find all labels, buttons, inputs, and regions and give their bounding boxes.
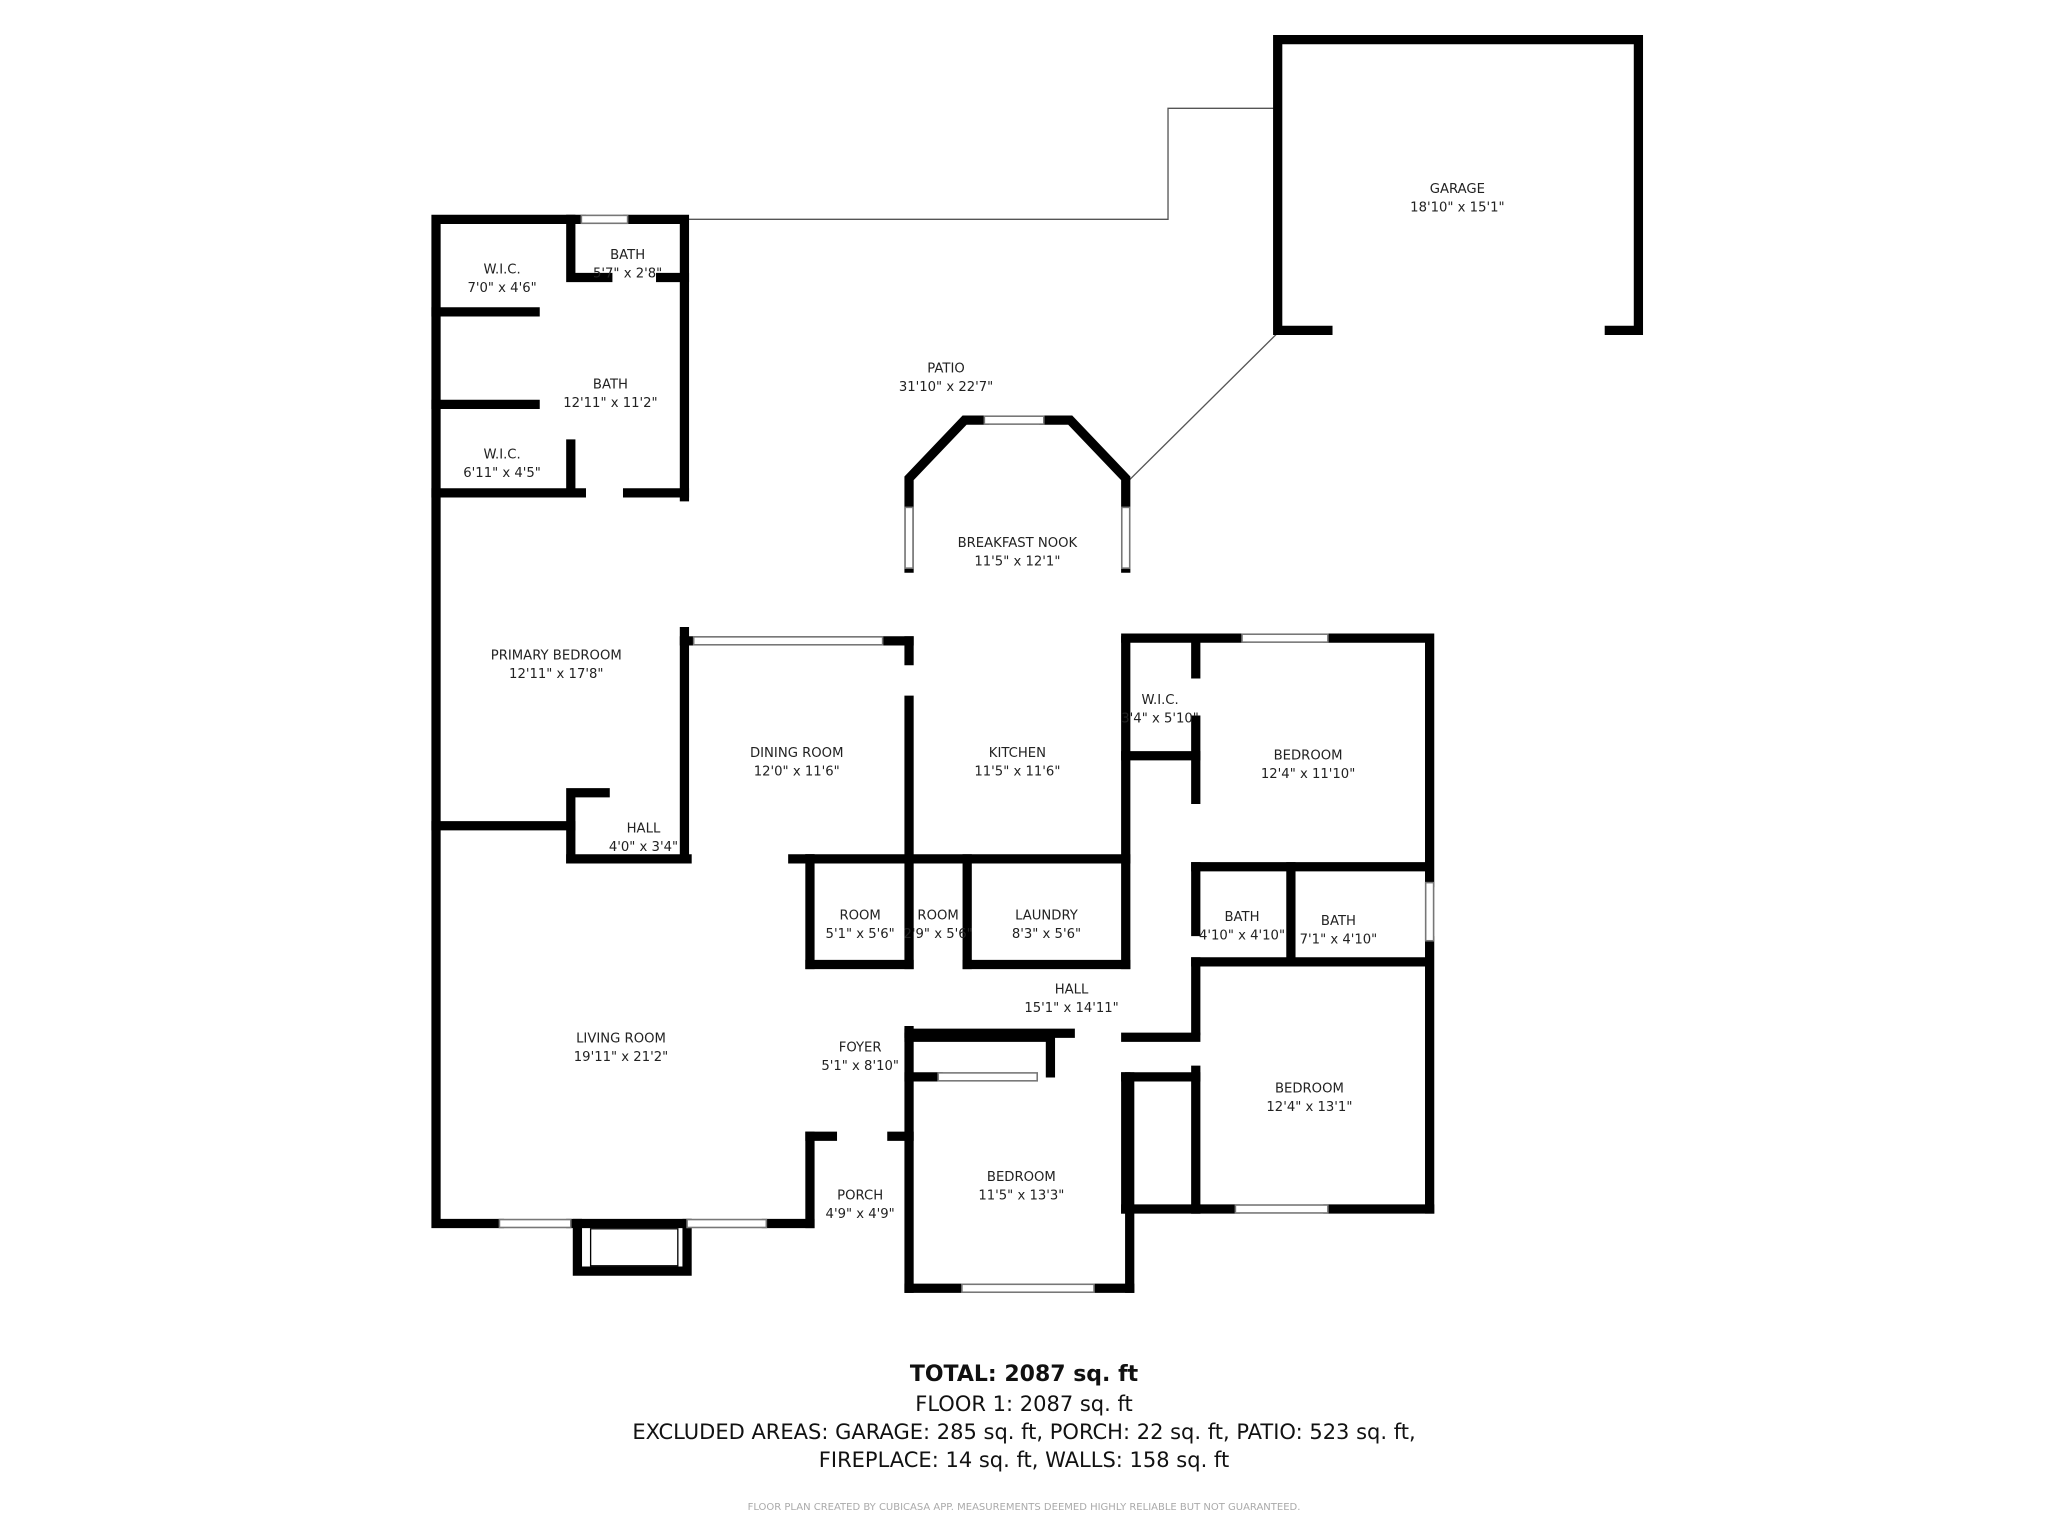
windows — [498, 214, 1435, 1294]
room-name: PRIMARY BEDROOM — [491, 648, 622, 663]
room-bedroom-3: BEDROOM 11'5" x 13'3" — [978, 1170, 1064, 1203]
room-name: BEDROOM — [1275, 1082, 1344, 1097]
room-dims: 11'5" x 11'6" — [974, 765, 1060, 780]
room-name: KITCHEN — [989, 746, 1046, 761]
walls — [431, 35, 1644, 1293]
room-name: GARAGE — [1430, 182, 1485, 197]
room-bath-primary: BATH 12'11" x 11'2" — [563, 377, 657, 410]
room-dims: 5'7" x 2'8" — [593, 266, 662, 281]
room-wic-1: W.I.C. 7'0" x 4'6" — [467, 263, 536, 296]
room-name: LAUNDRY — [1015, 909, 1079, 924]
room-patio: PATIO 31'10" x 22'7" — [899, 362, 993, 395]
room-bath-2: BATH 4'10" x 4'10" — [1199, 910, 1285, 943]
room-dims: 12'4" x 11'10" — [1261, 767, 1355, 782]
room-wic-3: W.I.C. 3'4" x 5'10" — [1121, 693, 1199, 726]
room-name: ROOM — [917, 909, 958, 924]
room-name: FOYER — [839, 1041, 882, 1056]
room-name: BATH — [1224, 910, 1259, 925]
room-name: BATH — [1321, 914, 1356, 929]
room-dims: 4'10" x 4'10" — [1199, 928, 1285, 943]
room-dims: 12'11" x 17'8" — [509, 667, 603, 682]
floor1-area: FLOOR 1: 2087 sq. ft — [915, 1392, 1133, 1416]
room-laundry: LAUNDRY 8'3" x 5'6" — [1012, 909, 1081, 942]
room-dims: 11'5" x 13'3" — [978, 1189, 1064, 1204]
excluded-areas: EXCLUDED AREAS: GARAGE: 285 sq. ft, PORC… — [632, 1420, 1416, 1444]
room-name: BATH — [593, 377, 628, 392]
room-dims: 12'11" x 11'2" — [563, 396, 657, 411]
room-name: LIVING ROOM — [576, 1031, 666, 1046]
room-dims: 19'11" x 21'2" — [574, 1050, 668, 1065]
room-dims: 5'1" x 5'6" — [826, 927, 895, 942]
room-name: PATIO — [927, 362, 964, 377]
room-porch: PORCH 4'9" x 4'9" — [826, 1189, 895, 1222]
room-dims: 6'11" x 4'5" — [463, 466, 541, 481]
room-name: HALL — [627, 821, 661, 836]
room-name: PORCH — [837, 1189, 883, 1204]
room-living-room: LIVING ROOM 19'11" x 21'2" — [574, 1031, 668, 1064]
room-dims: 11'5" x 12'1" — [974, 555, 1060, 570]
credit-disclaimer: FLOOR PLAN CREATED BY CUBICASA APP. MEAS… — [747, 1502, 1301, 1513]
room-breakfast-nook: BREAKFAST NOOK 11'5" x 12'1" — [958, 536, 1078, 569]
room-dims: 8'3" x 5'6" — [1012, 927, 1081, 942]
room-dims: 7'1" x 4'10" — [1300, 932, 1378, 947]
room-name: BEDROOM — [1274, 749, 1343, 764]
room-wic-2: W.I.C. 6'11" x 4'5" — [463, 447, 541, 480]
room-kitchen: KITCHEN 11'5" x 11'6" — [974, 746, 1060, 779]
total-area: TOTAL: 2087 sq. ft — [909, 1362, 1139, 1387]
room-name: BREAKFAST NOOK — [958, 536, 1078, 551]
excluded-areas-continued: FIREPLACE: 14 sq. ft, WALLS: 158 sq. ft — [818, 1448, 1230, 1472]
room-primary-bedroom: PRIMARY BEDROOM 12'11" x 17'8" — [491, 648, 622, 681]
room-hall-small: HALL 4'0" x 3'4" — [609, 821, 678, 854]
room-labels: GARAGE 18'10" x 15'1" PATIO 31'10" x 22'7"… — [463, 182, 1504, 1222]
room-dims: 5'1" x 8'10" — [821, 1059, 899, 1074]
room-dims: 7'0" x 4'6" — [467, 281, 536, 296]
room-foyer: FOYER 5'1" x 8'10" — [821, 1041, 899, 1074]
room-dining: DINING ROOM 12'0" x 11'6" — [750, 746, 844, 779]
fireplace-icon — [589, 1228, 679, 1267]
room-dims: 15'1" x 14'11" — [1024, 1001, 1118, 1016]
room-dims: 3'4" x 5'10" — [1121, 712, 1199, 727]
room-dims: 12'0" x 11'6" — [754, 765, 840, 780]
room-bedroom-1: BEDROOM 12'4" x 11'10" — [1261, 749, 1355, 782]
room-hall: HALL 15'1" x 14'11" — [1024, 983, 1118, 1016]
room-dims: 18'10" x 15'1" — [1410, 200, 1504, 215]
room-bath-small: BATH 5'7" x 2'8" — [593, 248, 662, 281]
room-name: BATH — [610, 248, 645, 263]
room-name: DINING ROOM — [750, 746, 844, 761]
room-bedroom-2: BEDROOM 12'4" x 13'1" — [1266, 1082, 1352, 1115]
room-name: BEDROOM — [987, 1170, 1056, 1185]
room-room-1: ROOM 5'1" x 5'6" — [826, 909, 895, 942]
room-name: W.I.C. — [483, 263, 520, 278]
room-name: W.I.C. — [483, 447, 520, 462]
room-name: ROOM — [839, 909, 880, 924]
room-dims: 2'9" x 5'6" — [904, 927, 973, 942]
room-bath-3: BATH 7'1" x 4'10" — [1300, 914, 1378, 947]
room-room-2: ROOM 2'9" x 5'6" — [904, 909, 973, 942]
room-name: W.I.C. — [1141, 693, 1178, 708]
room-dims: 31'10" x 22'7" — [899, 380, 993, 395]
room-dims: 4'9" x 4'9" — [826, 1207, 895, 1222]
room-garage: GARAGE 18'10" x 15'1" — [1410, 182, 1504, 215]
patio-outline — [684, 107, 1279, 485]
room-name: HALL — [1055, 983, 1089, 998]
room-dims: 12'4" x 13'1" — [1266, 1100, 1352, 1115]
room-dims: 4'0" x 3'4" — [609, 840, 678, 855]
